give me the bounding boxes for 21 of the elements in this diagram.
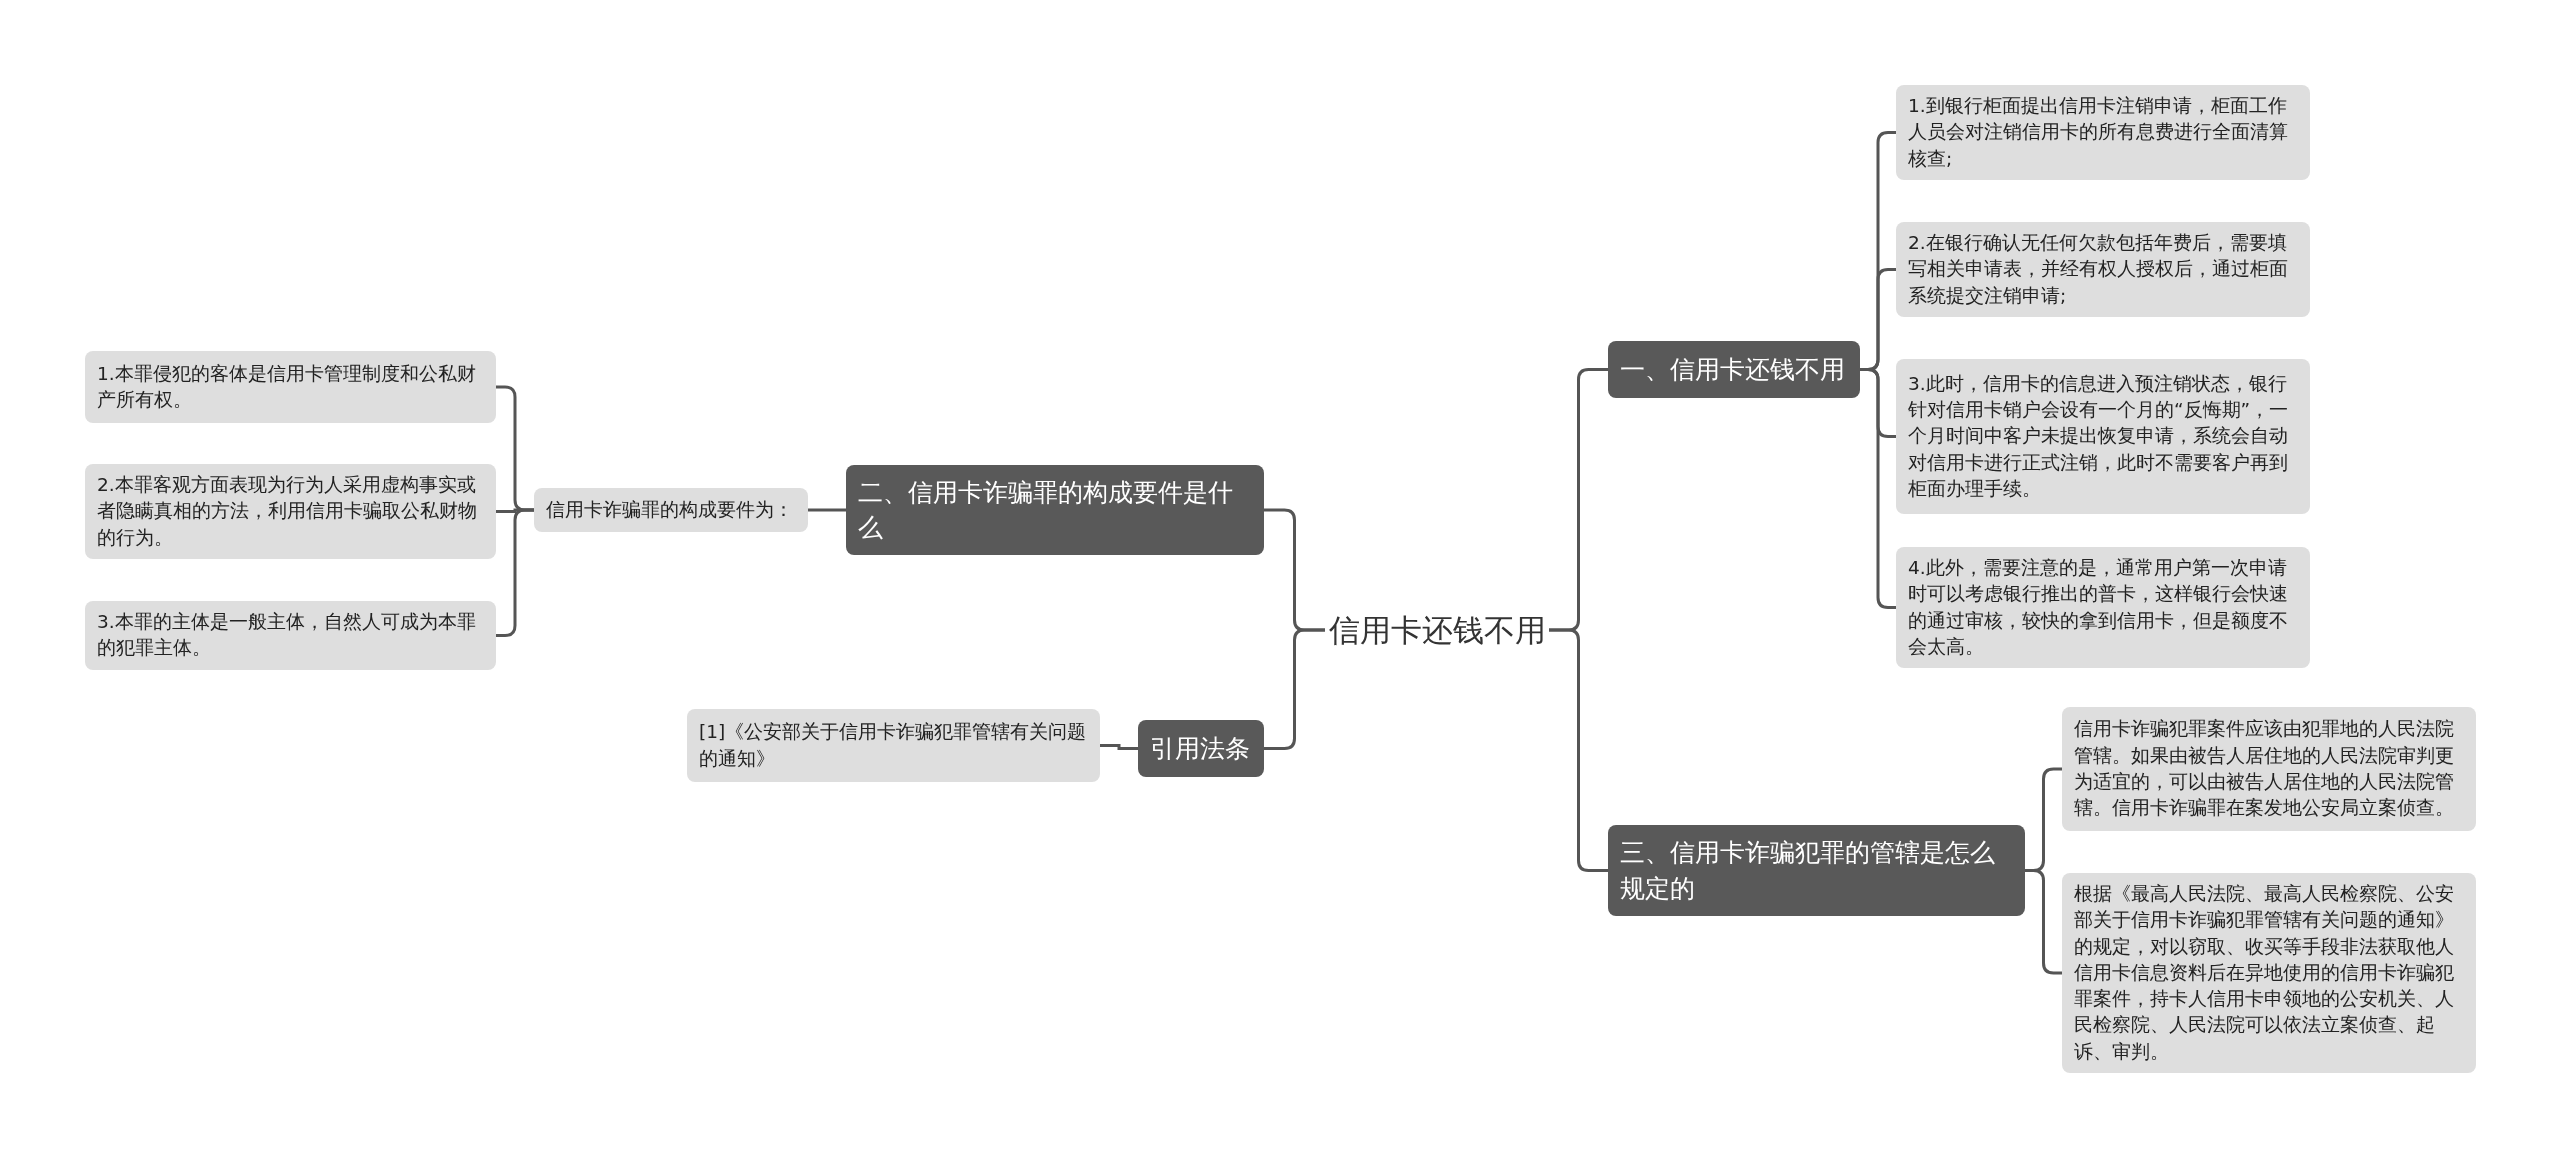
connector-line — [2025, 869, 2062, 975]
subtopic-box: 4.此外，需要注意的是，通常用户第一次申请时可以考虑银行推出的普卡，这样银行会快速的通过审核，较快的拿到信用卡，但是额度不会太高。 — [1896, 547, 2310, 669]
connector-line — [808, 508, 846, 512]
subtopic-box: 信用卡诈骗罪的构成要件为： — [534, 488, 808, 532]
subtopic-box: 2.在银行确认无任何欠款包括年费后，需要填写相关申请表，并经有权人授权后，通过柜面系统提交注销申请; — [1896, 222, 2310, 317]
subtopic-box: 1.本罪侵犯的客体是信用卡管理制度和公私财产所有权。 — [85, 351, 496, 423]
subtopic-box: [1]《公安部关于信用卡诈骗犯罪管辖有关问题的通知》 — [687, 709, 1100, 782]
central-topic: 信用卡还钱不用 — [1292, 605, 1582, 655]
subtopic-box: 信用卡诈骗犯罪案件应该由犯罪地的人民法院管辖。如果由被告人居住地的人民法院审判更为适宜的，可以由被告人居住地的人民法院管辖。信用卡诈骗罪在案发地公安局立案侦查。 — [2062, 707, 2476, 831]
topic-box: 引用法条 — [1138, 720, 1264, 777]
topic-box: 三、信用卡诈骗犯罪的管辖是怎么规定的 — [1608, 825, 2025, 916]
topic-box: 一、信用卡还钱不用 — [1608, 341, 1860, 398]
subtopic-box: 1.到银行柜面提出信用卡注销申请，柜面工作人员会对注销信用卡的所有息费进行全面清算核查; — [1896, 85, 2310, 180]
subtopic-box: 3.本罪的主体是一般主体，自然人可成为本罪的犯罪主体。 — [85, 601, 496, 670]
subtopic-box: 3.此时，信用卡的信息进入预注销状态，银行针对信用卡销户会设有一个月的“反悔期”，一个月时间中客户未提出恢复申请，系统会自动对信用卡进行正式注销，此时不需要客户再到柜面办理手续。 — [1896, 359, 2310, 514]
topic-box: 二、信用卡诈骗罪的构成要件是什么 — [846, 465, 1264, 555]
connector-line — [1860, 368, 1896, 609]
subtopic-box: 根据《最高人民法院、最高人民检察院、公安部关于信用卡诈骗犯罪管辖有关问题的通知》的规定，对以窃取、收买等手段非法获取他人信用卡信息资料后在异地使用的信用卡诈骗犯罪案件，持卡人信用卡申领地的公安机关、人民检察院、人民法院可以依法立案侦查、起诉、审判。 — [2062, 873, 2476, 1073]
connector-line — [1100, 744, 1138, 750]
subtopic-box: 2.本罪客观方面表现为行为人采用虚构事实或者隐瞒真相的方法，利用信用卡骗取公私财物的行为。 — [85, 464, 496, 559]
connector-line — [496, 508, 534, 637]
